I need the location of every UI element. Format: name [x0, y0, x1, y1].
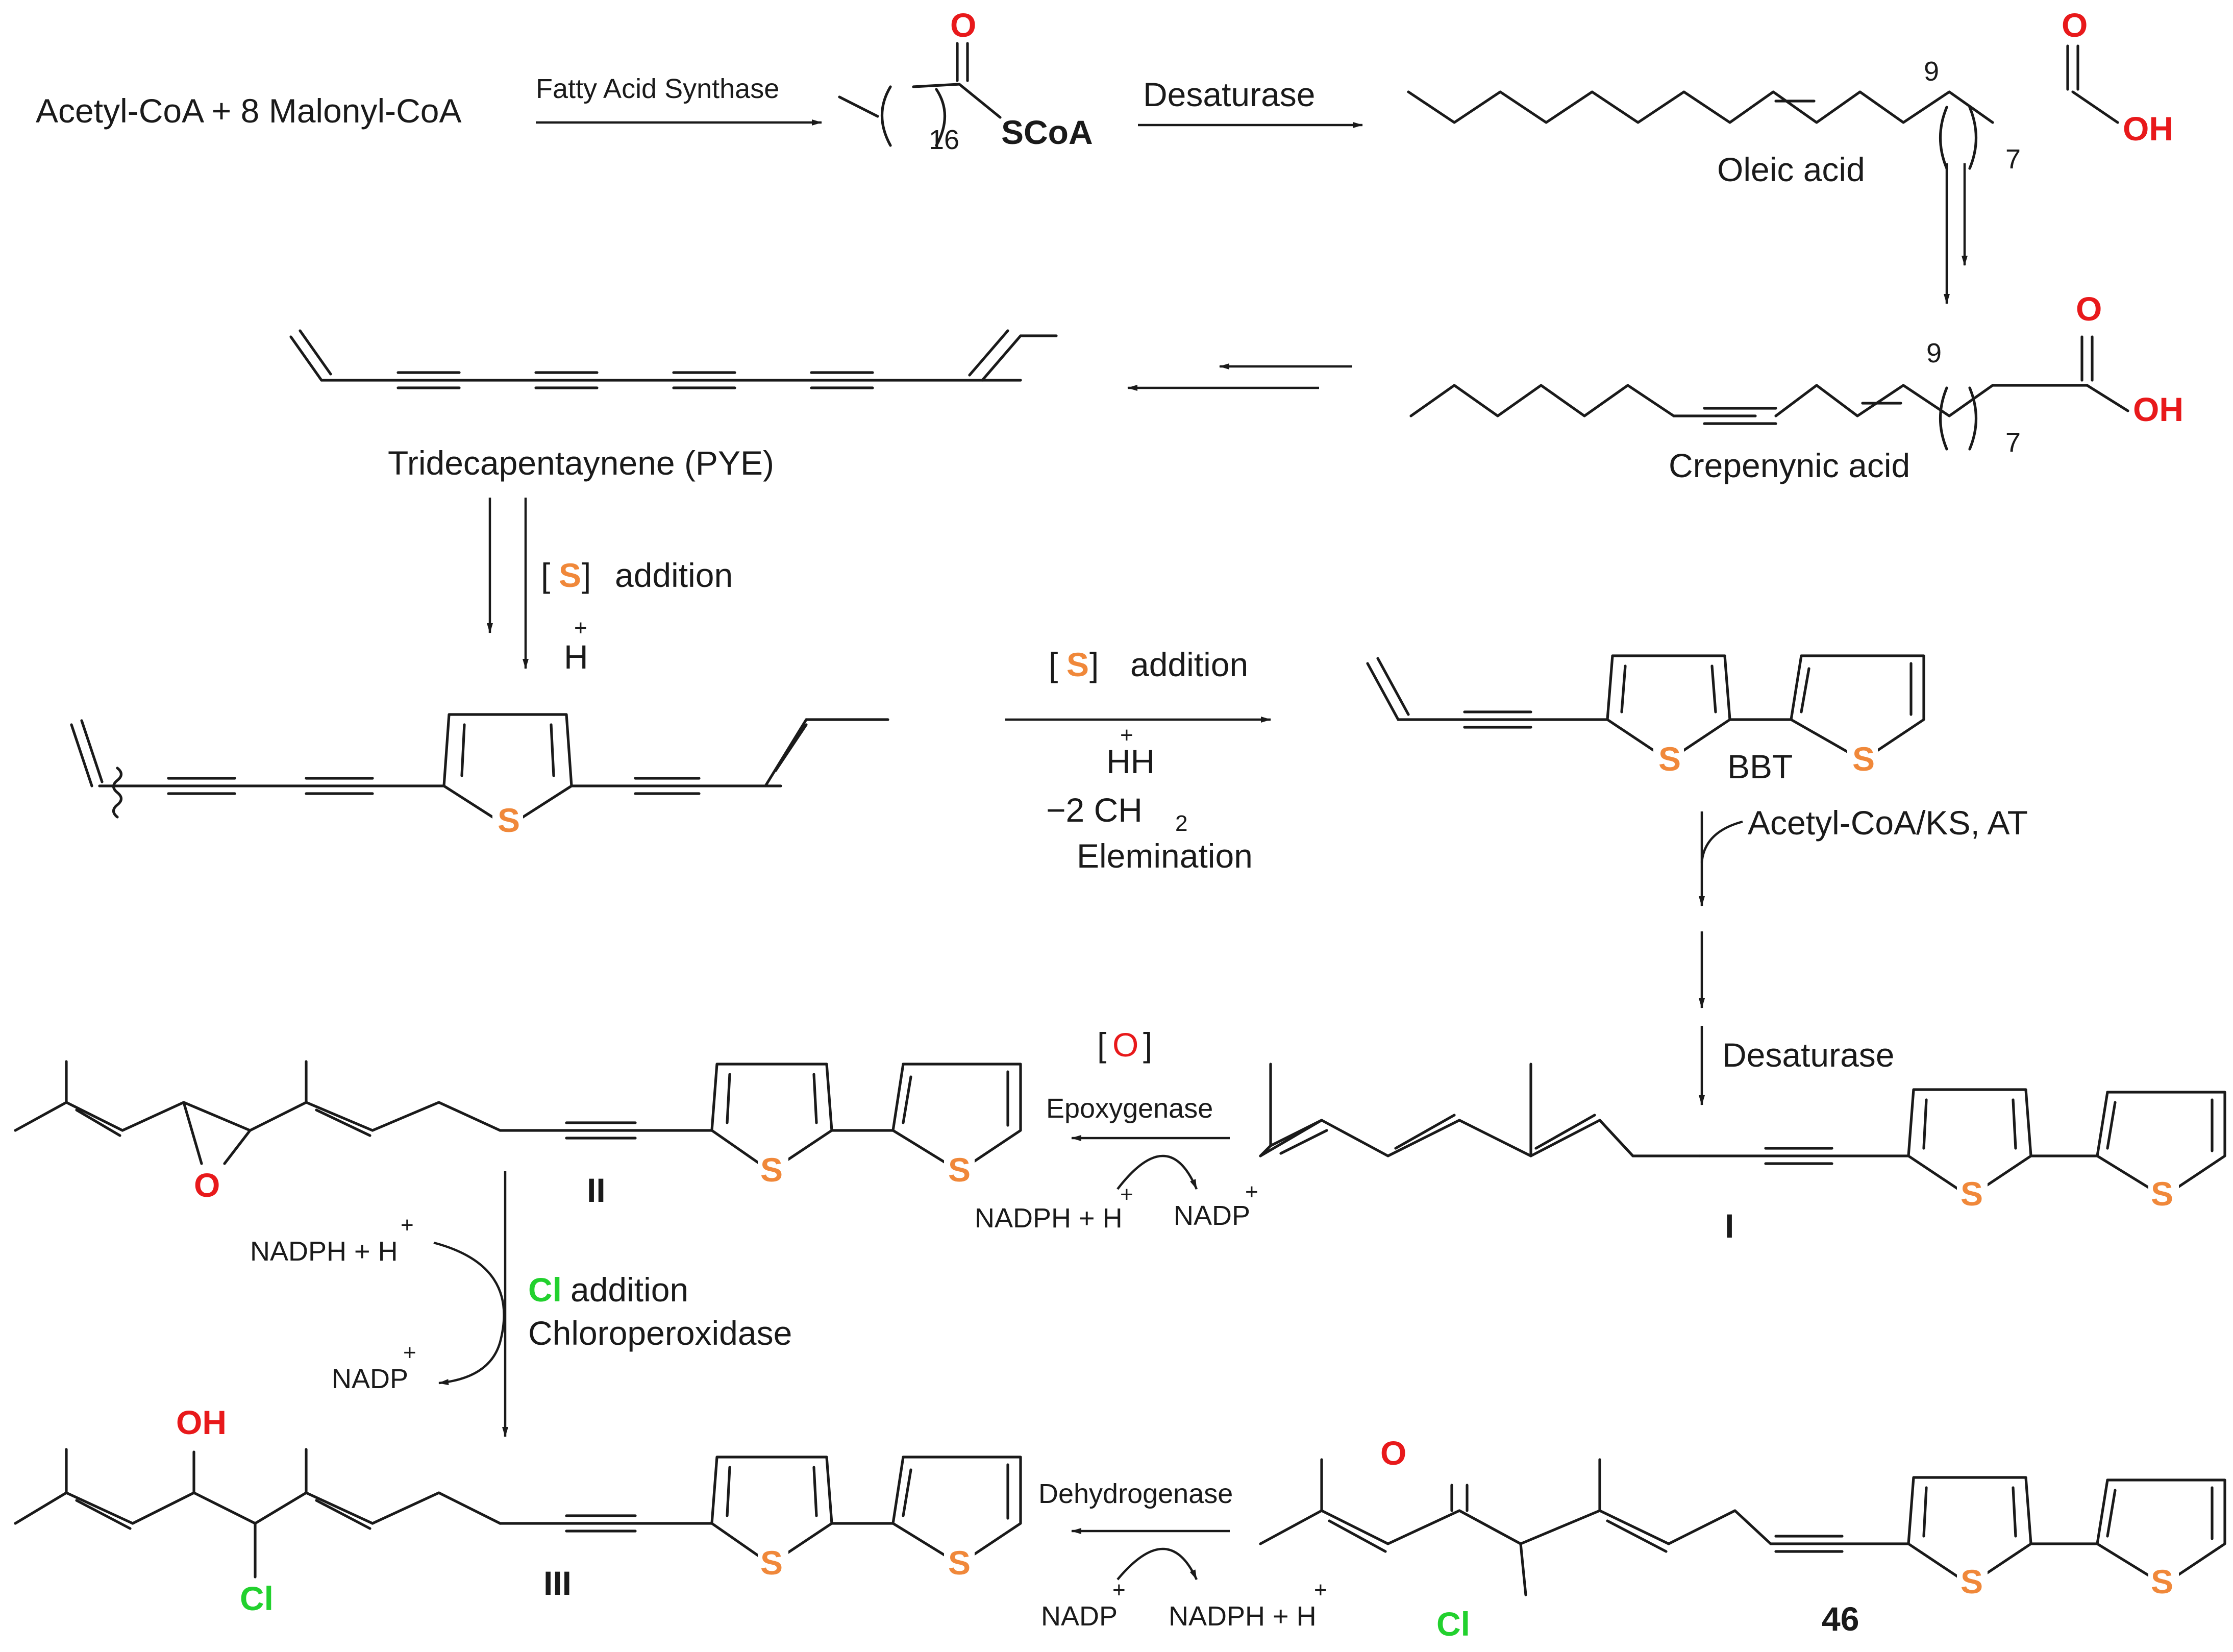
desaturase-label-1: Desaturase: [1143, 76, 1316, 113]
elimination-label: Elemination: [1077, 837, 1253, 875]
s-addition-label-1: addition: [615, 556, 733, 594]
cl-reagent: Cl: [528, 1271, 562, 1309]
compound-iii-label: III: [543, 1564, 572, 1602]
46-sulfur-2: S: [2151, 1563, 2173, 1600]
oleic-subscript-7: 7: [2005, 144, 2021, 175]
bracket-left-2: [: [1049, 646, 1058, 683]
thiophene-intermediate-structure: S: [70, 713, 889, 840]
hh-plus-sign: +: [1120, 723, 1133, 748]
compound-ii-label: II: [587, 1171, 606, 1209]
iii-hydroxyl: OH: [176, 1403, 227, 1441]
hh-label: HH: [1106, 743, 1155, 780]
46-chlorine: Cl: [1436, 1605, 1470, 1643]
crepenynic-hydroxyl: OH: [2133, 390, 2184, 428]
acyl-subscript: 16: [929, 125, 959, 155]
reactants-label: Acetyl-CoA + 8 Malonyl-CoA: [36, 92, 462, 130]
nadp-plus-3: +: [1112, 1577, 1126, 1602]
bbt-sulfur-2: S: [1852, 740, 1875, 778]
bracket-right-2: ]: [1089, 646, 1099, 683]
nadph-h-label-1: NADPH + H: [975, 1203, 1123, 1234]
fas-enzyme-label: Fatty Acid Synthase: [536, 73, 779, 104]
oleic-hydroxyl: OH: [2123, 110, 2173, 147]
bracket-right-o: ]: [1143, 1026, 1152, 1064]
bracket-right-1: ]: [582, 556, 591, 594]
bbt-structure: S S: [1366, 654, 1925, 778]
bbt-name: BBT: [1727, 748, 1793, 785]
thiophene-sulfur: S: [498, 801, 520, 839]
crepenynic-acid-name: Crepenynic acid: [1669, 447, 1910, 484]
46-sulfur-1: S: [1961, 1563, 1983, 1600]
oxygen-reagent: O: [1112, 1026, 1138, 1064]
ch2-subscript: 2: [1175, 811, 1187, 836]
nadp-plus-1: +: [1245, 1179, 1258, 1204]
oleic-position-9: 9: [1924, 56, 1939, 87]
oleic-carbonyl-oxygen: O: [2062, 6, 2088, 44]
crepenynic-subscript-7: 7: [2005, 427, 2021, 458]
iii-chlorine: Cl: [240, 1580, 274, 1617]
ii-sulfur-2: S: [948, 1151, 971, 1189]
nadph-plus-3: +: [1314, 1577, 1327, 1602]
i-sulfur-1: S: [1961, 1175, 1983, 1213]
compound-ii-structure: S S O: [14, 1060, 1022, 1204]
nadp-plus-2: +: [403, 1340, 416, 1365]
h-plus-1: H: [564, 638, 588, 676]
nadph-curved-arrow-2: [433, 1241, 505, 1386]
pye-name: Tridecapentaynene (PYE): [388, 444, 774, 482]
crepenynic-acid-structure: 9 7 O OH: [1409, 290, 2184, 458]
compound-i-structure: S S: [1259, 1063, 2226, 1213]
pye-structure: [289, 329, 1058, 389]
stearoyl-coa-structure: O 16 SCoA: [838, 6, 1093, 155]
iii-sulfur-2: S: [948, 1544, 971, 1582]
epoxygenase-label: Epoxygenase: [1046, 1093, 1213, 1124]
sulfur-reagent-2: S: [1066, 646, 1089, 683]
46-ketone-oxygen: O: [1380, 1434, 1406, 1472]
acyl-scoa-label: SCoA: [1001, 113, 1093, 151]
nadp-label-3: NADP: [1041, 1601, 1118, 1632]
compound-46-structure: S S O Cl: [1259, 1434, 2226, 1643]
chloroperoxidase-label: Chloroperoxidase: [528, 1314, 792, 1352]
oleic-acid-structure: 9 7 O OH: [1407, 6, 2173, 175]
bracket-left-1: [: [541, 556, 550, 594]
nadp-curved-arrow-3: [1116, 1547, 1198, 1581]
minus-ch2-label: −2 CH: [1046, 791, 1143, 829]
h-plus-1-sign: +: [574, 615, 587, 640]
nadph-curved-arrow-1: [1116, 1154, 1198, 1190]
nadph-plus-1: +: [1120, 1182, 1133, 1207]
desaturase-label-2: Desaturase: [1722, 1036, 1895, 1074]
nadp-label-2: NADP: [332, 1364, 408, 1394]
nadph-h-label-2: NADPH + H: [250, 1236, 398, 1267]
oleic-acid-name: Oleic acid: [1717, 151, 1865, 188]
nadph-plus-2: +: [401, 1213, 414, 1238]
iii-sulfur-1: S: [760, 1544, 783, 1582]
nadph-h-label-3: NADPH + H: [1169, 1601, 1317, 1632]
compound-46-label: 46: [1822, 1600, 1859, 1638]
ks-at-label: Acetyl-CoA/KS, AT: [1748, 804, 2028, 842]
nadp-label-1: NADP: [1174, 1200, 1250, 1231]
crepenynic-position-9: 9: [1926, 338, 1942, 368]
s-addition-label-2: addition: [1130, 646, 1248, 683]
acyl-carbonyl-oxygen: O: [950, 6, 976, 44]
dehydrogenase-label: Dehydrogenase: [1038, 1478, 1233, 1509]
compound-iii-structure: S S OH Cl: [14, 1403, 1022, 1617]
bbt-sulfur-1: S: [1658, 740, 1681, 778]
sulfur-reagent-1: S: [559, 556, 581, 594]
ii-sulfur-1: S: [760, 1151, 783, 1189]
bracket-left-o: [: [1097, 1026, 1106, 1064]
compound-i-label: I: [1725, 1207, 1734, 1245]
crepenynic-carbonyl-oxygen: O: [2076, 290, 2102, 328]
ks-at-curved-arrow: [1700, 820, 1743, 863]
cl-addition-label: addition: [570, 1271, 688, 1309]
epoxide-oxygen: O: [194, 1166, 220, 1204]
i-sulfur-2: S: [2151, 1175, 2173, 1213]
